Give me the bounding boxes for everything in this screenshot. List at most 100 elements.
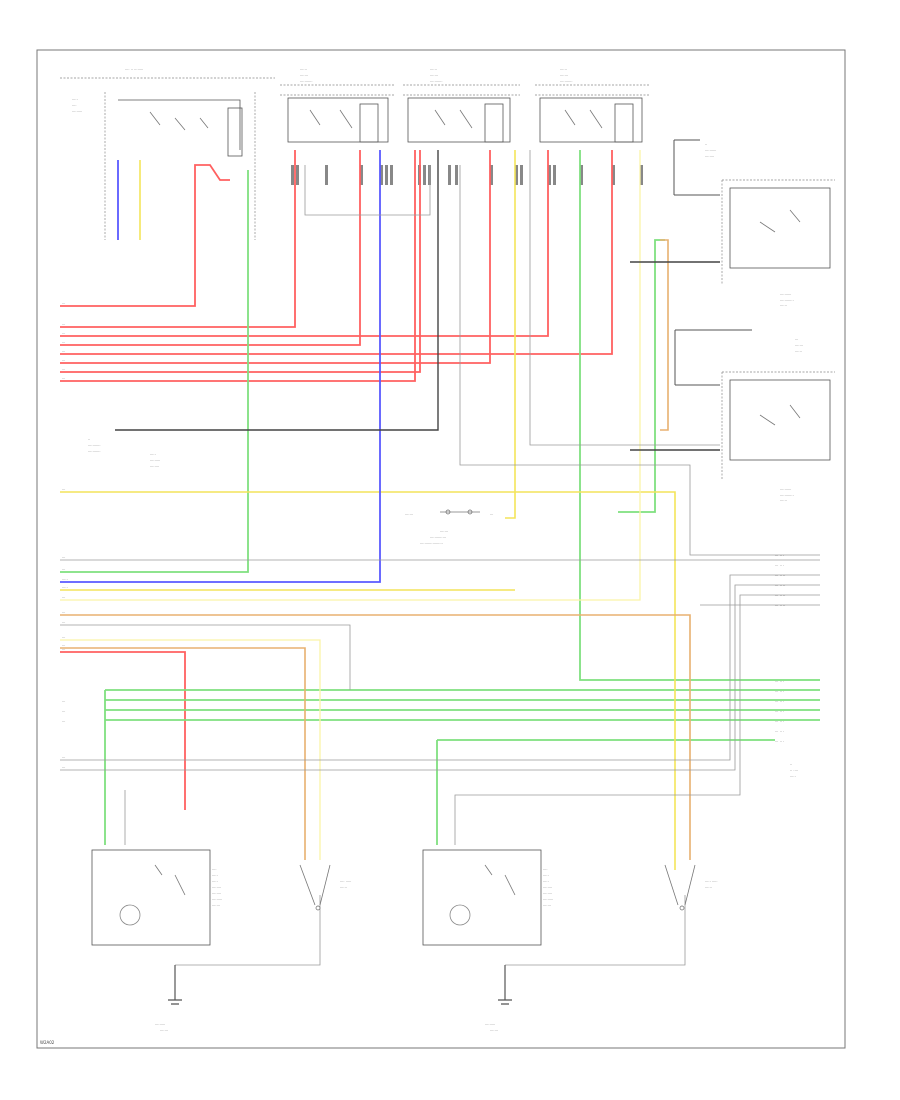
- svg-text:...: ...: [62, 567, 65, 571]
- svg-text:.... .. ........: .... .. ........: [125, 67, 143, 71]
- svg-text:... .. .: ... .. .: [775, 739, 784, 743]
- svg-text:.......: .......: [300, 73, 308, 77]
- svg-text:...........: ...........: [430, 79, 443, 83]
- svg-text:...: ...: [62, 699, 65, 703]
- svg-text:........: ........: [150, 464, 159, 468]
- svg-text:......: ......: [560, 67, 567, 71]
- svg-text:... .. .: ... .. .: [775, 729, 784, 733]
- svg-text:.......: .......: [490, 1028, 498, 1032]
- bottom-right-lamp-assembly: .... ..... ..... ........ ........ .....…: [422, 849, 553, 946]
- svg-text:.........: .........: [485, 1022, 495, 1026]
- svg-text:........: ........: [705, 154, 714, 158]
- light-yellow-wires: [60, 150, 641, 860]
- yellow-wires: [60, 150, 676, 870]
- bottom-left-switch: .... ..... ......: [299, 864, 351, 911]
- svg-text:......: ......: [705, 885, 712, 889]
- blue-wire: [60, 150, 381, 583]
- center-inline-component: ....... ... ....... .............. .....…: [405, 509, 493, 545]
- red-wires: [60, 150, 613, 810]
- svg-text:...: ...: [62, 765, 65, 769]
- svg-text:...: ...: [62, 349, 65, 353]
- svg-text:......: ......: [795, 349, 802, 353]
- svg-text:..: ..: [705, 142, 707, 146]
- svg-text:....: ....: [543, 867, 548, 871]
- svg-text:...: ...: [62, 755, 65, 759]
- svg-text:...: ...: [62, 340, 65, 344]
- svg-text:......: ......: [340, 885, 347, 889]
- svg-text:....: ....: [212, 867, 217, 871]
- svg-text:...: ...: [62, 322, 65, 326]
- svg-text:.......: .......: [160, 1028, 168, 1032]
- diagram-frame: [36, 49, 846, 1049]
- svg-text:...: ...: [62, 358, 65, 362]
- svg-text:... .. ..: ... .. ..: [775, 573, 785, 577]
- svg-text:.......: .......: [440, 529, 448, 533]
- svg-text:.........: .........: [150, 458, 160, 462]
- left-wire-labels: ... ...... ...... ...... ... ... ...... …: [62, 301, 68, 769]
- svg-text:.......: .......: [430, 73, 438, 77]
- svg-text:...: ...: [62, 376, 65, 380]
- svg-text:...: ...: [62, 643, 65, 647]
- svg-text:...: ...: [62, 555, 65, 559]
- svg-text:...: ...: [62, 595, 65, 599]
- svg-text:.....: .....: [212, 879, 218, 883]
- svg-text:.........: .........: [72, 109, 82, 113]
- svg-text:....................: ....................: [420, 541, 443, 545]
- svg-text:... .. ..: ... .. ..: [775, 593, 785, 597]
- left-middle-component: .. ........... ........... ..... .......…: [88, 437, 160, 468]
- bottom-left-lamp-assembly: .... ..... ..... ........ ........ .....…: [91, 849, 222, 946]
- svg-text:.......: .......: [795, 343, 803, 347]
- svg-text:...: ...: [62, 719, 65, 723]
- svg-text:.......: .......: [560, 73, 568, 77]
- svg-text:......: ......: [300, 67, 307, 71]
- svg-text:...........: ...........: [88, 443, 101, 447]
- relay-box-1: ...... ....... ...........: [280, 67, 395, 143]
- svg-text:.....: .....: [150, 452, 156, 456]
- svg-text:... .. .: ... .. .: [775, 699, 784, 703]
- svg-text:...: ...: [62, 610, 65, 614]
- svg-text:.......: .......: [405, 512, 413, 516]
- svg-text:..........: ..........: [705, 148, 716, 152]
- svg-text:...: ...: [62, 367, 65, 371]
- dark-wires: [115, 150, 720, 451]
- svg-text:............: ............: [780, 298, 794, 302]
- svg-text:..: ..: [790, 762, 792, 766]
- relay-box-3: ...... ....... ...........: [535, 67, 650, 143]
- orange-wires: [60, 239, 691, 860]
- svg-text:........: ........: [543, 891, 552, 895]
- svg-text:..... .....: ..... .....: [705, 879, 718, 883]
- svg-text:......: ......: [780, 498, 787, 502]
- relay-connectors: [291, 165, 643, 185]
- svg-text:....: ....: [72, 103, 77, 107]
- svg-text:.........: .........: [543, 897, 553, 901]
- svg-text:......: ......: [430, 67, 437, 71]
- svg-text:.....: .....: [543, 879, 549, 883]
- svg-text:.....: .....: [62, 577, 68, 581]
- right-upper-assembly: .. .......... ........ .......... ......…: [673, 139, 835, 307]
- svg-text:...: ...: [490, 512, 493, 516]
- svg-text:.... .....: .... .....: [340, 879, 351, 883]
- gray-wires: [60, 150, 820, 966]
- svg-text:...: ...: [62, 331, 65, 335]
- svg-text:... .. .: ... .. .: [775, 689, 784, 693]
- svg-text:... .. ..: ... .. ..: [775, 583, 785, 587]
- svg-text:........: ........: [212, 885, 221, 889]
- ground-symbols: ......... ....... ......... .......: [155, 965, 512, 1032]
- svg-text:..........: ..........: [780, 487, 791, 491]
- left-switch-assembly: .... .. ........ ..... .... .........: [60, 67, 275, 240]
- svg-text:.....: .....: [212, 873, 218, 877]
- svg-text:...: ...: [62, 620, 65, 624]
- svg-text:.....: .....: [543, 873, 549, 877]
- right-wire-labels: ... .. . ... .. . ... .. .. ... .. .. ..…: [775, 553, 798, 778]
- svg-text:.. ....: .. ....: [790, 768, 798, 772]
- svg-text:...: ...: [62, 487, 65, 491]
- svg-text:...........: ...........: [88, 449, 101, 453]
- svg-text:...: ...: [62, 709, 65, 713]
- svg-text:..: ..: [88, 437, 90, 441]
- svg-text:...: ...: [795, 337, 798, 341]
- svg-text:...........: ...........: [560, 79, 573, 83]
- green-wires: [60, 150, 820, 845]
- svg-text:.....: .....: [790, 774, 796, 778]
- svg-text:.......: .......: [543, 903, 551, 907]
- svg-text:............: ............: [780, 493, 794, 497]
